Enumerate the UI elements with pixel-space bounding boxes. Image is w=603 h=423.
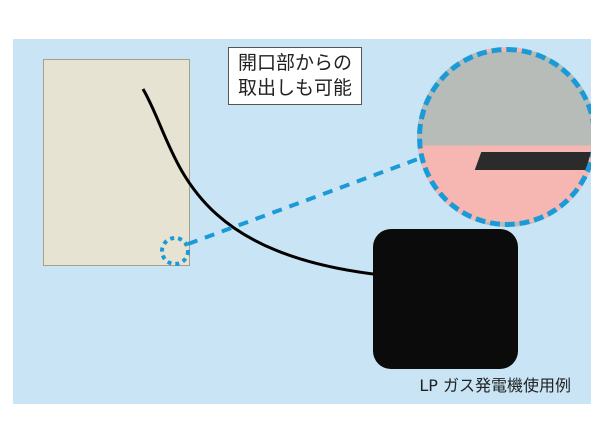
callout-box: 開口部からの 取出しも可能 <box>228 47 363 105</box>
illustration-panel: 開口部からの 取出しも可能 LP ガス発電機使用例 <box>12 38 592 405</box>
usage-caption: LP ガス発電機使用例 <box>419 376 571 395</box>
zoom-circle <box>417 47 591 227</box>
gas-hose <box>141 88 374 276</box>
guide-line-1 <box>187 157 419 246</box>
detail-marker <box>160 236 190 266</box>
hose-and-guides <box>141 88 419 276</box>
generator-silhouette <box>373 229 518 369</box>
gas-cabinet <box>43 59 190 266</box>
